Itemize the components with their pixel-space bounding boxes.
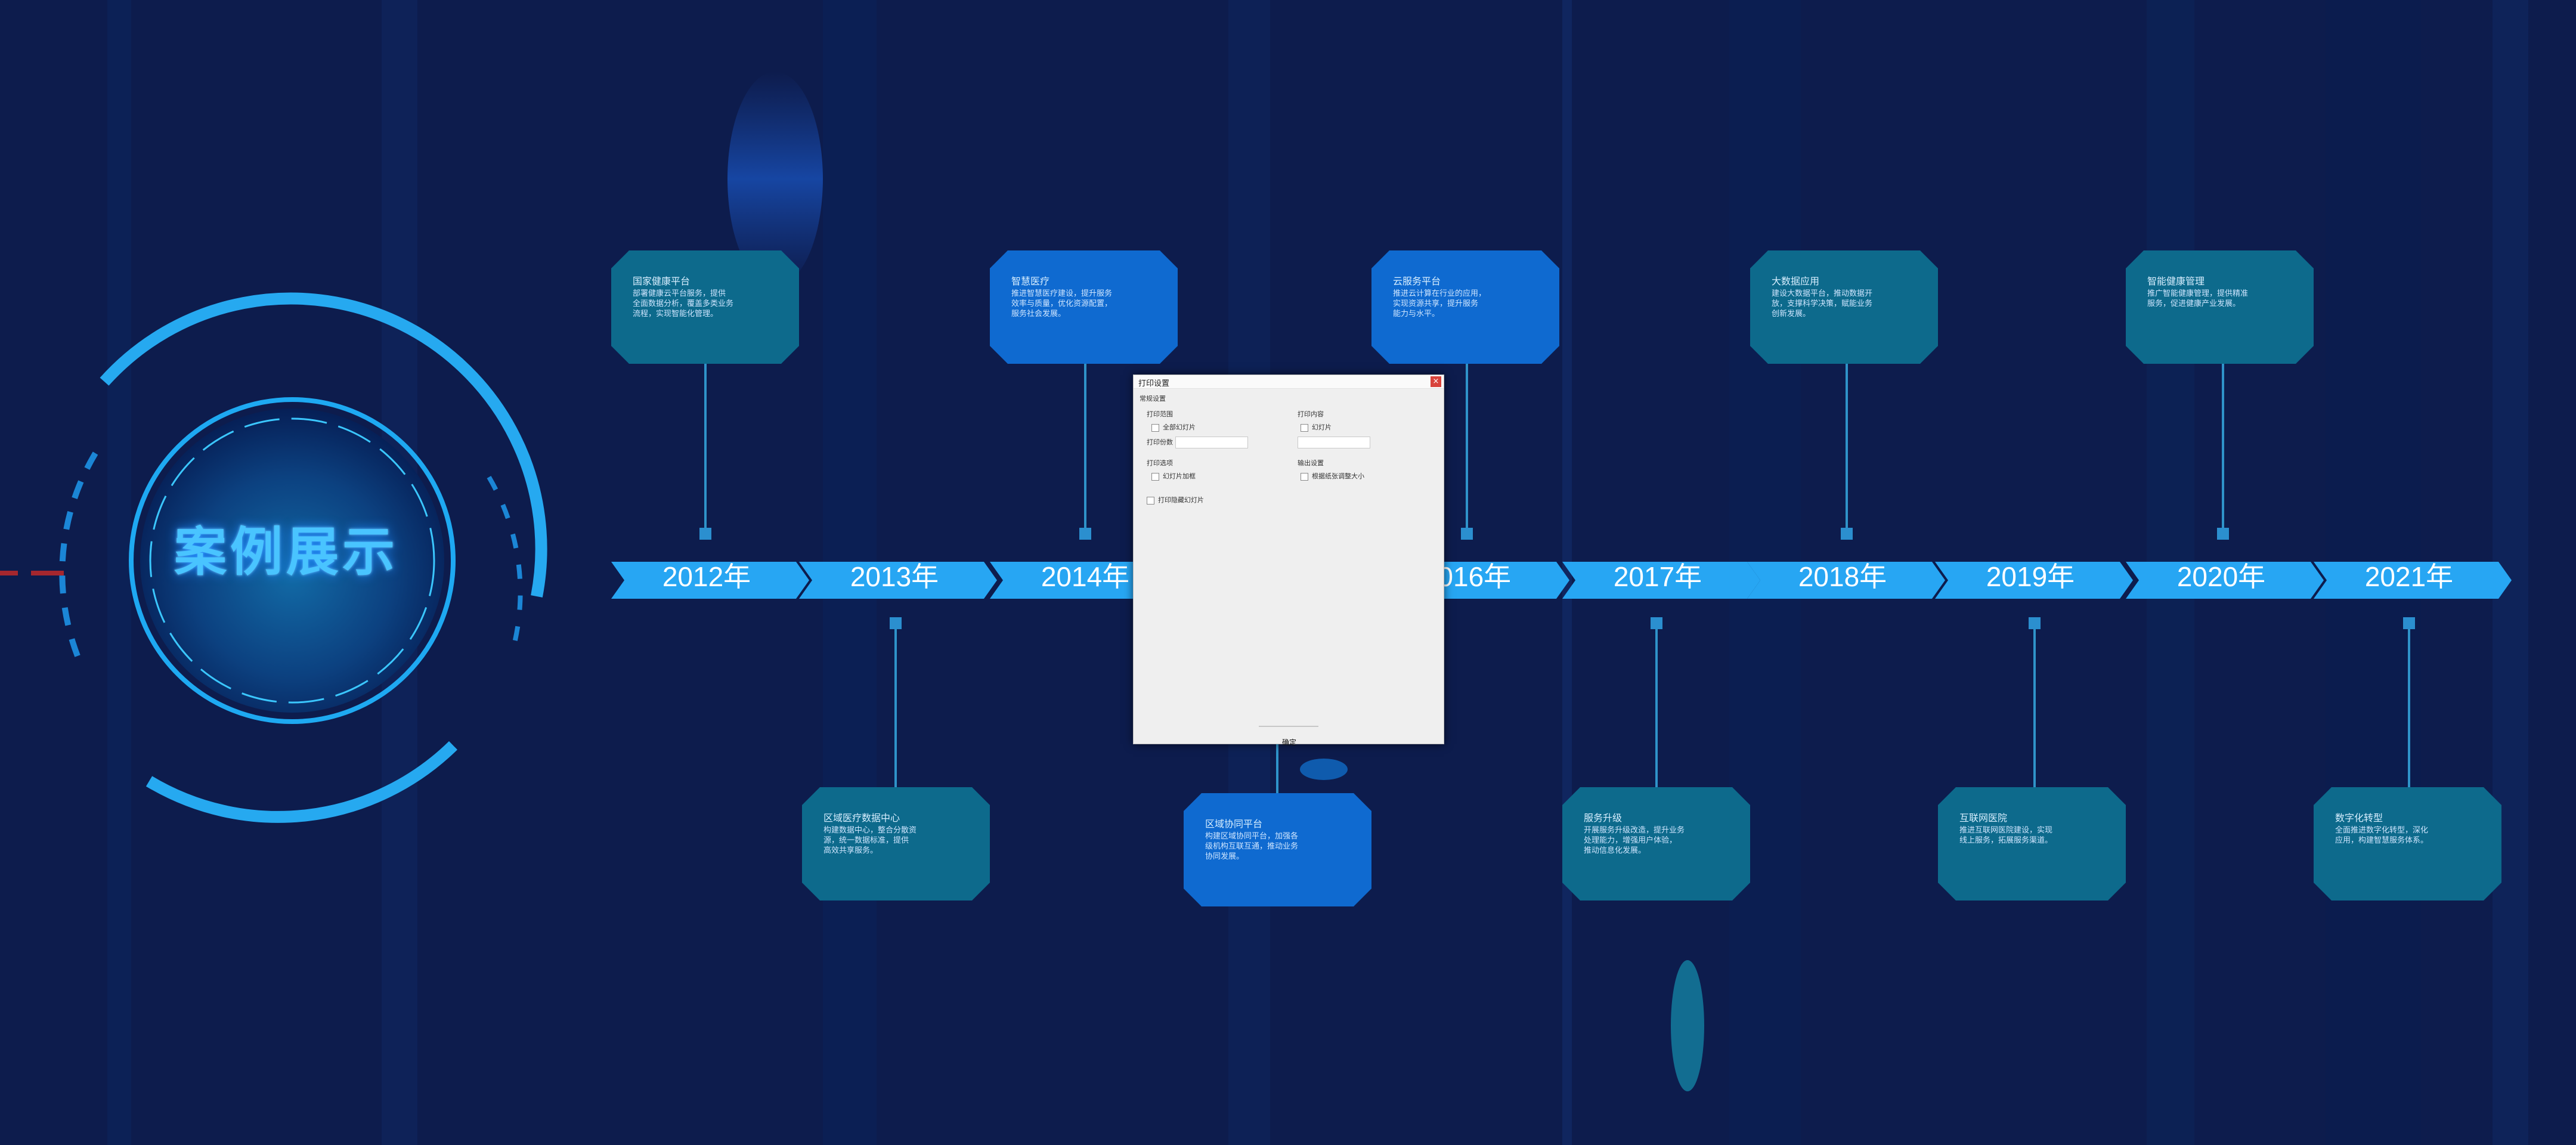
radio-icon[interactable] [1301, 423, 1308, 432]
frame-checkbox-label: 幻灯片加框 [1163, 472, 1196, 480]
options-label: 打印选项 [1147, 459, 1173, 467]
checkbox-icon[interactable] [1301, 472, 1308, 481]
group-print-range-label: 打印范围 [1147, 410, 1173, 418]
timeline-card: 智慧医疗推进智慧医疗建设，提升服务 效率与质量，优化资源配置， 服务社会发展。 [990, 250, 1178, 364]
fit-paper-checkbox-row[interactable]: 根据纸张调整大小 [1301, 471, 1364, 481]
timeline-card: 服务升级开展服务升级改造，提升业务 处理能力，增强用户体验， 推动信息化发展。 [1562, 787, 1750, 900]
copies-row: 打印份数 [1147, 437, 1248, 448]
checkbox-icon[interactable] [1151, 472, 1159, 481]
card-title: 智能健康管理 [2147, 276, 2205, 287]
hidden-slides-label: 打印隐藏幻灯片 [1158, 496, 1204, 504]
timeline-arrow [799, 562, 997, 599]
close-icon[interactable]: × [1431, 376, 1441, 387]
timeline-node [2217, 528, 2229, 540]
card-text: 建设大数据平台，推动数据开 放，支撑科学决策，赋能业务 创新发展。 [1772, 289, 1873, 318]
card-text: 推进互联网医院建设，实现 线上服务，拓展服务渠道。 [1959, 826, 2053, 845]
red-accent-marks [0, 571, 64, 575]
card-title: 大数据应用 [1772, 276, 1820, 287]
content-select-row [1298, 437, 1370, 448]
group-print-content-label: 打印内容 [1298, 410, 1324, 418]
timeline-year-2021年: 2021年 [2364, 561, 2454, 592]
option-content-slides[interactable]: 幻灯片 [1301, 422, 1332, 432]
print-settings-dialog: 打印设置 × 常规设置 打印范围 全部幻灯片 打印份数 打印内容 幻灯片 打印选… [1133, 375, 1444, 747]
card-text: 推进云计算在行业的应用， 实现资源共享，提升服务 能力与水平。 [1393, 289, 1487, 318]
fit-paper-checkbox-label: 根据纸张调整大小 [1312, 472, 1364, 480]
copies-label: 打印份数 [1147, 438, 1173, 446]
page-title: 案例展示 [174, 521, 398, 583]
card-text: 推广智能健康管理，提供精准 服务，促进健康产业发展。 [2147, 289, 2249, 308]
timeline-card: 云服务平台推进云计算在行业的应用， 实现资源共享，提升服务 能力与水平。 [1371, 250, 1559, 364]
timeline-card: 区域医疗数据中心构建数据中心，整合分散资 源，统一数据标准，提供 高效共享服务。 [802, 787, 990, 900]
option-all-slides-label: 全部幻灯片 [1163, 423, 1196, 431]
dialog-titlebar[interactable]: 打印设置 × [1134, 375, 1444, 389]
timeline-year-2017年: 2017年 [1613, 561, 1702, 592]
card-text: 开展服务升级改造，提升业务 处理能力，增强用户体验， 推动信息化发展。 [1584, 826, 1685, 855]
ok-button[interactable]: 确定 [1281, 738, 1296, 747]
dialog-body: 常规设置 打印范围 全部幻灯片 打印份数 打印内容 幻灯片 打印选项 幻灯片加框… [1134, 389, 1444, 747]
timeline-node [2029, 617, 2041, 629]
timeline-card: 大数据应用建设大数据平台，推动数据开 放，支撑科学决策，赋能业务 创新发展。 [1750, 250, 1938, 364]
timeline-node [1461, 528, 1473, 540]
checkbox-icon[interactable] [1147, 496, 1154, 505]
option-content-label: 幻灯片 [1312, 423, 1332, 431]
card-text: 推进智慧医疗建设，提升服务 效率与质量，优化资源配置， 服务社会发展。 [1011, 289, 1113, 318]
hero-circle-graphic [59, 292, 547, 823]
timeline-year-2019年: 2019年 [1986, 561, 2075, 592]
card-title: 互联网医院 [1959, 812, 2008, 824]
timeline-arrow [2314, 562, 2512, 599]
dialog-tab-general[interactable]: 常规设置 [1140, 395, 1166, 403]
timeline-arrow [1562, 562, 1760, 599]
timeline-node [890, 617, 902, 629]
frame-checkbox-row[interactable]: 幻灯片加框 [1151, 471, 1196, 481]
card-title: 区域协同平台 [1205, 818, 1263, 830]
timeline-arrow [611, 562, 809, 599]
card-text: 构建数据中心，整合分散资 源，统一数据标准，提供 高效共享服务。 [823, 826, 917, 855]
timeline-card: 智能健康管理推广智能健康管理，提供精准 服务，促进健康产业发展。 [2126, 250, 2314, 364]
hidden-slides-row[interactable]: 打印隐藏幻灯片 [1147, 495, 1204, 505]
card-title: 国家健康平台 [633, 276, 691, 287]
card-text: 构建区域协同平台，加强各 级机构互联互通，推动业务 协同发展。 [1205, 832, 1299, 861]
radio-icon[interactable] [1151, 423, 1159, 432]
dialog-title: 打印设置 [1138, 379, 1170, 388]
timeline-arrow [1935, 562, 2133, 599]
copies-input[interactable] [1175, 437, 1248, 448]
timeline-node [1079, 528, 1091, 540]
card-title: 区域医疗数据中心 [823, 812, 900, 824]
timeline-card: 区域协同平台构建区域协同平台，加强各 级机构互联互通，推动业务 协同发展。 [1184, 793, 1371, 906]
timeline-node [1841, 528, 1853, 540]
timeline-year-2012年: 2012年 [662, 561, 751, 592]
timeline-year-2014年: 2014年 [1041, 561, 1130, 592]
card-text: 部署健康云平台服务，提供 全面数据分析，覆盖多类业务 流程，实现智能化管理。 [633, 289, 734, 318]
timeline-year-2013年: 2013年 [850, 561, 939, 592]
glow-streak [1300, 759, 1348, 780]
card-title: 服务升级 [1584, 812, 1623, 824]
timeline-arrow [1747, 562, 1945, 599]
timeline-year-2020年: 2020年 [2176, 561, 2266, 592]
timeline-node [699, 528, 711, 540]
card-title: 云服务平台 [1393, 276, 1441, 287]
timeline-card: 数字化转型全面推进数字化转型，深化 应用，构建智慧服务体系。 [2314, 787, 2501, 900]
option-all-slides[interactable]: 全部幻灯片 [1151, 422, 1196, 432]
timeline-arrow [2126, 562, 2324, 599]
timeline-card: 国家健康平台部署健康云平台服务，提供 全面数据分析，覆盖多类业务 流程，实现智能… [611, 250, 799, 364]
timeline-node [2403, 617, 2415, 629]
glow-streak [727, 72, 823, 286]
output-label: 输出设置 [1298, 459, 1324, 467]
timeline-card: 互联网医院推进互联网医院建设，实现 线上服务，拓展服务渠道。 [1938, 787, 2126, 900]
card-title: 智慧医疗 [1011, 276, 1050, 287]
dialog-divider [1259, 726, 1318, 727]
timeline-node [1651, 617, 1662, 629]
card-text: 全面推进数字化转型，深化 应用，构建智慧服务体系。 [2335, 826, 2429, 845]
content-select[interactable] [1298, 437, 1370, 448]
timeline-year-2018年: 2018年 [1798, 561, 1887, 592]
card-title: 数字化转型 [2335, 812, 2383, 824]
glow-streak [1671, 960, 1704, 1091]
